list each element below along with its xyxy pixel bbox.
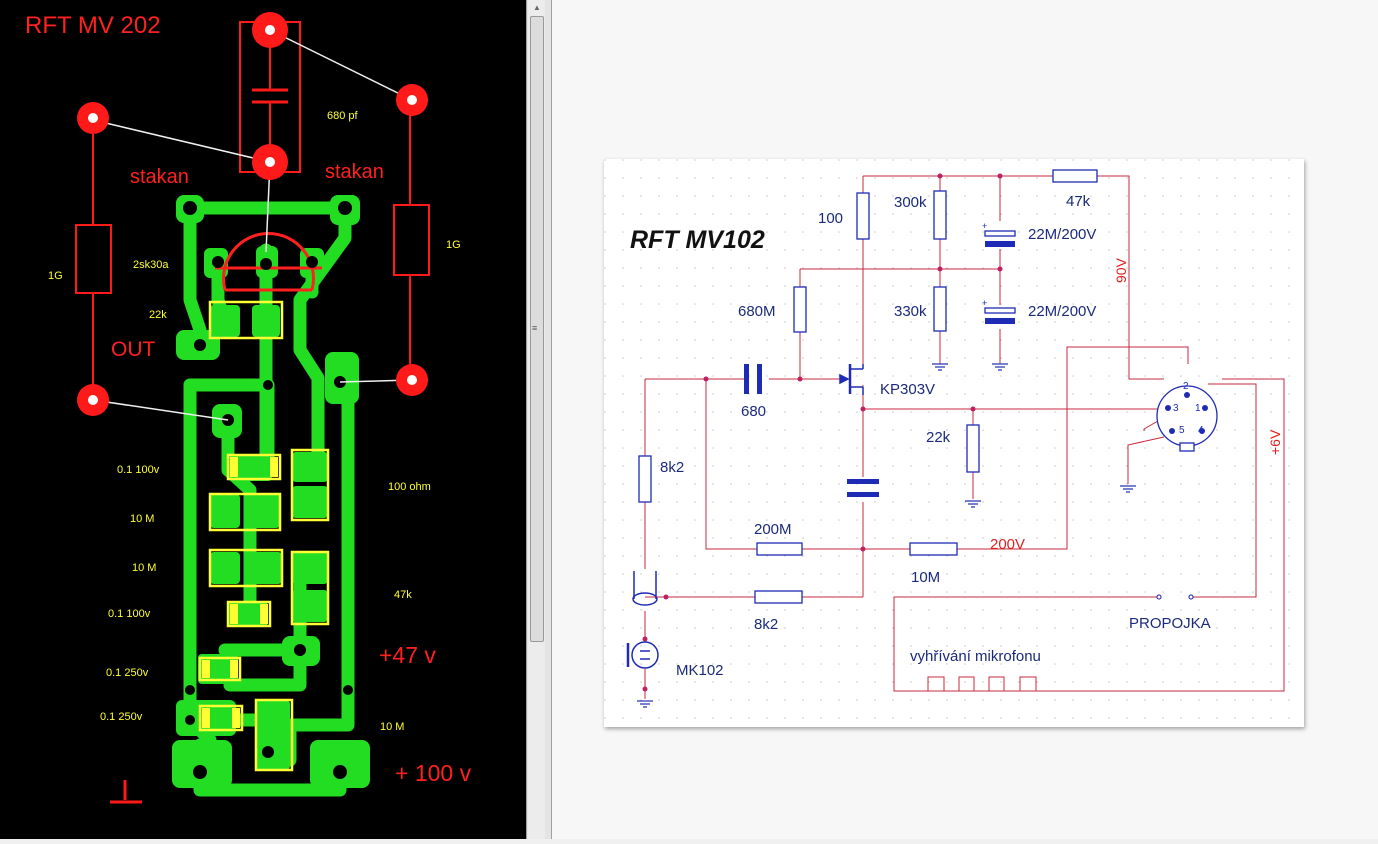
smd-pad-fills — [202, 457, 278, 728]
label-10m-a: 10 M — [130, 513, 154, 525]
resistor-300k — [933, 190, 947, 240]
schematic-card: + + 2 3 1 5 4 — [604, 159, 1304, 727]
label-mk102: MK102 — [676, 662, 724, 679]
pin-1-label: 1 — [1195, 403, 1201, 414]
pin-3-label: 3 — [1173, 403, 1179, 414]
label-c01-250v-a: 0.1 250v — [106, 667, 149, 679]
panel-splitter[interactable]: ▲ ≡ — [526, 0, 552, 839]
label-100v: + 100 v — [395, 760, 472, 786]
pcb-layout-panel: RFT MV 202 680 pf stakan stakan 1G 1G 2s… — [0, 0, 526, 839]
vertical-scrollbar[interactable]: ▲ ≡ — [528, 0, 545, 839]
components — [638, 169, 1098, 604]
svg-text:+: + — [982, 298, 987, 308]
jfet-outline — [212, 231, 322, 292]
resistor-10m — [909, 542, 958, 556]
label-6v: +6V — [1267, 429, 1283, 455]
terminal-pads — [77, 12, 428, 416]
svg-text:+: + — [982, 221, 987, 231]
schematic-drawing: + + 2 3 1 5 4 — [604, 159, 1304, 727]
heater-element — [894, 676, 1284, 692]
grip-icon: ≡ — [532, 323, 538, 333]
label-r47k: 47k — [1066, 193, 1091, 210]
propojka-switch — [1156, 594, 1194, 600]
label-r10m: 10M — [911, 569, 940, 586]
pin-2-label: 2 — [1183, 381, 1189, 392]
label-r330k: 330k — [894, 303, 927, 320]
component-outlines — [198, 300, 330, 772]
label-c680: 680 — [741, 403, 766, 420]
drill-holes — [183, 201, 353, 779]
label-c01-250v-b: 0.1 250v — [100, 711, 143, 723]
electrolytic-capacitors: + + — [982, 221, 1016, 324]
label-r100: 100 — [818, 210, 843, 227]
microphone-symbol — [626, 571, 659, 669]
ground-icons — [637, 363, 1136, 708]
pin-5-label: 5 — [1179, 425, 1185, 436]
pin-4-label: 4 — [1198, 425, 1204, 436]
label-c22m-b: 22M/200V — [1028, 303, 1096, 320]
label-r200m: 200M — [754, 521, 792, 538]
pcb-drawing: RFT MV 202 680 pf stakan stakan 1G 1G 2s… — [25, 12, 472, 804]
label-c22m-a: 22M/200V — [1028, 226, 1096, 243]
label-out: OUT — [111, 338, 156, 361]
resistor-200m — [756, 542, 803, 556]
label-47k: 47k — [394, 589, 412, 601]
resistor-100 — [856, 192, 870, 240]
label-1g-right: 1G — [446, 239, 461, 251]
label-r680m: 680M — [738, 303, 776, 320]
schematic-title: RFT MV102 — [630, 226, 765, 254]
label-r22k: 22k — [926, 429, 951, 446]
label-r300k: 300k — [894, 194, 927, 211]
jfet-symbol — [839, 364, 864, 395]
resistor-680m — [793, 286, 807, 333]
label-propojka: PROPOJKA — [1129, 615, 1211, 632]
label-heater: vyhřívání mikrofonu — [910, 648, 1041, 665]
resistor-8k2-a — [638, 455, 652, 503]
label-c01-100v-b: 0.1 100v — [108, 608, 151, 620]
label-kp303v: KP303V — [880, 381, 935, 398]
pcb-title: RFT MV 202 — [25, 12, 161, 39]
label-2sk30a: 2sk30a — [133, 259, 169, 271]
label-10m-b: 10 M — [132, 562, 156, 574]
label-100ohm: 100 ohm — [388, 481, 431, 493]
label-680pf: 680 pf — [327, 110, 359, 122]
label-r8k2-b: 8k2 — [754, 616, 778, 633]
scroll-up-arrow-icon[interactable]: ▲ — [533, 3, 541, 12]
label-22k: 22k — [149, 309, 167, 321]
label-1g-left: 1G — [48, 270, 63, 282]
label-c01-100v-a: 0.1 100v — [117, 464, 160, 476]
label-200v: 200V — [990, 536, 1025, 553]
resistor-22k — [966, 424, 980, 473]
label-r8k2-a: 8k2 — [660, 459, 684, 476]
resistor-47k — [1052, 169, 1098, 183]
label-90v: 90V — [1113, 257, 1129, 283]
din-connector: 2 3 1 5 4 — [1156, 381, 1218, 452]
label-47v: +47 v — [379, 642, 436, 668]
scrollbar-thumb[interactable] — [530, 16, 544, 642]
label-stakan-right: stakan — [325, 161, 384, 183]
resistor-330k — [933, 286, 947, 332]
label-10m-c: 10 M — [380, 721, 404, 733]
label-stakan-left: stakan — [130, 166, 189, 188]
resistor-8k2-b — [754, 590, 803, 604]
capacitors — [744, 364, 879, 497]
